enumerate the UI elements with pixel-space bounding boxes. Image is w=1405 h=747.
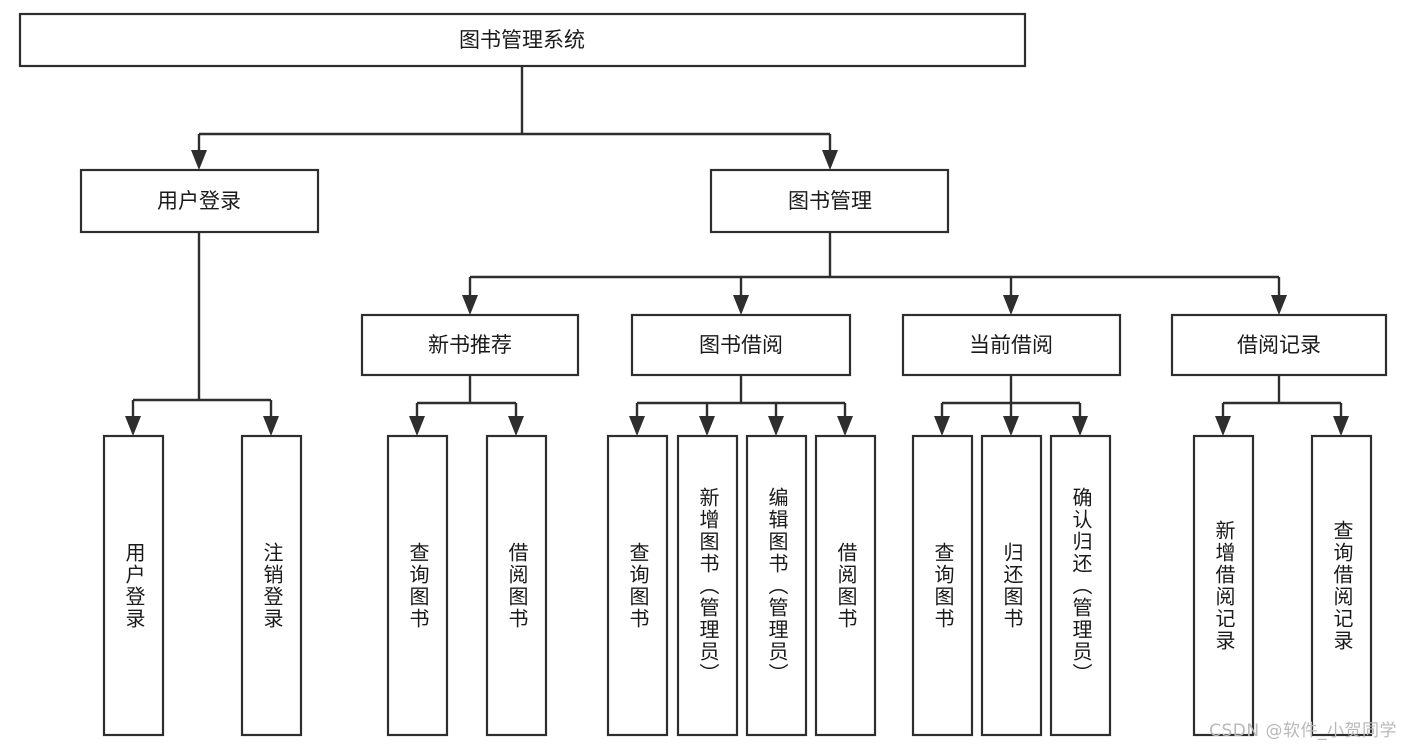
node-book-management[interactable]: 图书管理	[709, 168, 950, 234]
node-new-book-recommend-box[interactable]	[360, 313, 580, 377]
arrow-head-book-borrow	[733, 295, 749, 315]
node-borrow-record-box[interactable]	[1170, 313, 1388, 377]
arrow-head-nb-leaf-1	[508, 416, 524, 436]
arrow-head-cb-leaf-2	[1072, 416, 1088, 436]
node-borrow-record[interactable]: 借阅记录	[1170, 313, 1388, 377]
arrow-head-book-mgmt	[822, 150, 838, 170]
leaf-box-current-borrow-0[interactable]	[911, 434, 974, 737]
node-book-borrow-box[interactable]	[630, 313, 852, 377]
arrow-head-bb-leaf-0	[629, 416, 645, 436]
arrow-head-br-leaf-0	[1215, 416, 1231, 436]
leaf-box-book-borrow-0[interactable]	[606, 434, 669, 737]
node-current-borrow[interactable]: 当前借阅	[901, 313, 1122, 377]
arrow-head-new-book-recommend	[462, 295, 478, 315]
arrow-head-user-login-leaf-0	[125, 416, 141, 436]
node-new-book-recommend[interactable]: 新书推荐	[360, 313, 580, 377]
leaf-box-book-borrow-2[interactable]	[745, 434, 808, 737]
arrow-head-bb-leaf-2	[768, 416, 784, 436]
leaf-box-current-borrow-2[interactable]	[1049, 434, 1112, 737]
arrow-head-bb-leaf-1	[699, 416, 715, 436]
leaf-box-book-borrow-3[interactable]	[814, 434, 877, 737]
arrow-head-user-login-leaf-1	[263, 416, 279, 436]
node-root-system[interactable]: 图书管理系统	[18, 12, 1027, 68]
leaf-box-borrow-record-1[interactable]	[1310, 434, 1373, 737]
leaf-box-user-login-1[interactable]	[240, 434, 303, 737]
leaf-boxes	[102, 434, 1373, 737]
arrow-head-current-borrow	[1003, 295, 1019, 315]
arrow-head-bb-leaf-3	[837, 416, 853, 436]
csdn-watermark: CSDN @软件_小贺同学	[1209, 721, 1397, 741]
leaf-box-user-login-0[interactable]	[102, 434, 165, 737]
arrow-head-cb-leaf-1	[1003, 416, 1019, 436]
node-book-management-label: 图书管理	[788, 189, 872, 213]
node-user-login[interactable]: 用户登录	[79, 168, 320, 234]
node-current-borrow-label: 当前借阅	[969, 333, 1053, 357]
node-root-box[interactable]	[18, 12, 1027, 68]
node-book-borrow[interactable]: 图书借阅	[630, 313, 852, 377]
leaf-box-book-borrow-1[interactable]	[676, 434, 739, 737]
node-root-label: 图书管理系统	[459, 28, 585, 52]
leaf-box-new-book-0[interactable]	[386, 434, 449, 737]
arrow-head-cb-leaf-0	[934, 416, 950, 436]
arrow-head-borrow-record	[1271, 295, 1287, 315]
arrow-head-nb-leaf-0	[409, 416, 425, 436]
node-book-management-box[interactable]	[709, 168, 950, 234]
node-user-login-box[interactable]	[79, 168, 320, 234]
leaf-box-new-book-1[interactable]	[485, 434, 548, 737]
leaf-box-current-borrow-1[interactable]	[980, 434, 1043, 737]
node-borrow-record-label: 借阅记录	[1237, 333, 1321, 357]
arrow-head-br-leaf-1	[1333, 416, 1349, 436]
leaf-box-borrow-record-0[interactable]	[1192, 434, 1255, 737]
node-current-borrow-box[interactable]	[901, 313, 1122, 377]
arrow-head-user-login	[191, 150, 207, 170]
node-user-login-label: 用户登录	[157, 189, 241, 213]
node-book-borrow-label: 图书借阅	[699, 333, 783, 357]
connectors	[125, 66, 1349, 436]
node-new-book-recommend-label: 新书推荐	[428, 333, 512, 357]
